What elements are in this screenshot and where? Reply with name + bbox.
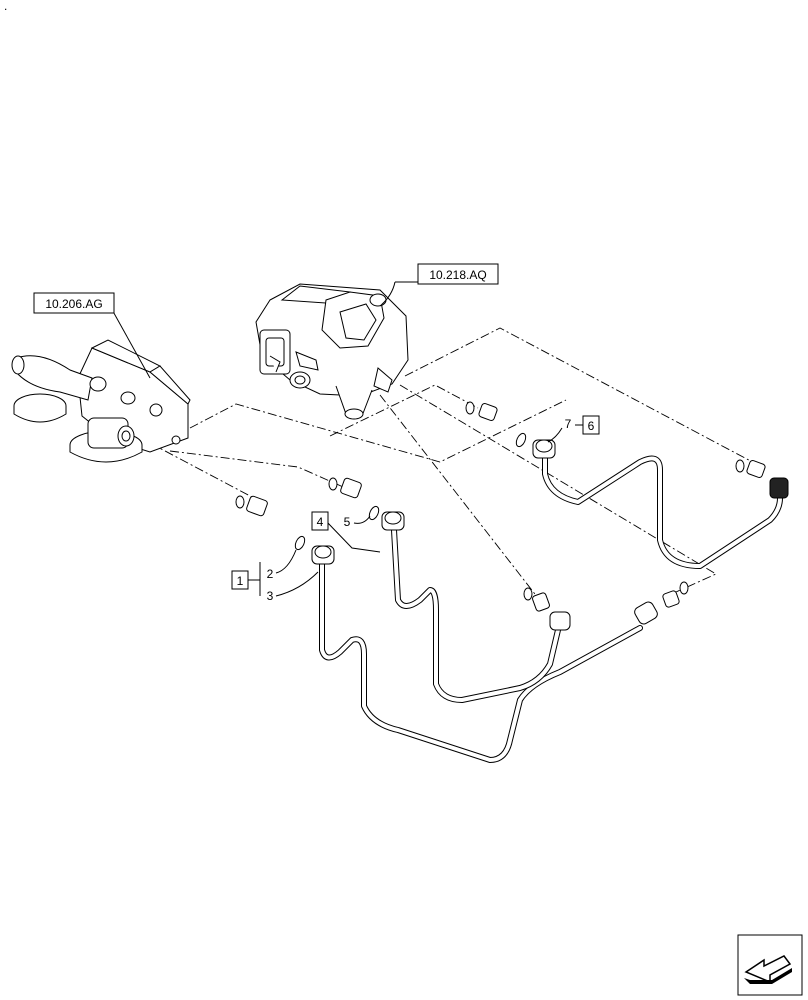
ref-label-filter[interactable]: 10.206.AG (33, 292, 115, 314)
fitting-5 (523, 587, 550, 612)
o-ring-2 (294, 535, 306, 551)
leader-lines (149, 327, 761, 599)
leader-filter (109, 305, 151, 379)
pipe-3 (532, 439, 789, 569)
svg-text:1: 1 (237, 574, 244, 588)
callout-7[interactable]: 7 (565, 417, 572, 431)
dash-line-g (399, 384, 717, 593)
svg-text:7: 7 (565, 417, 572, 431)
ref-label-pump-text: 10.218.AQ (429, 268, 486, 282)
o-ring-7 (515, 432, 527, 448)
dash-line-a (189, 399, 567, 463)
callout-1[interactable]: 1 (231, 570, 249, 590)
leader-2 (275, 549, 297, 574)
svg-text:6: 6 (588, 419, 595, 433)
pipe-1-end-nut (634, 601, 658, 625)
svg-text:5: 5 (344, 515, 351, 529)
filter-head-housing (11, 339, 191, 463)
leader-4 (325, 520, 381, 553)
dash-line-c (169, 450, 351, 491)
fitting-1 (235, 495, 268, 517)
ref-label-filter-text: 10.206.AG (45, 297, 102, 311)
fitting-2 (328, 477, 362, 499)
dash-line-d (329, 384, 479, 437)
o-ring-5 (368, 505, 380, 521)
leader-3 (275, 571, 319, 597)
leader-pump (379, 281, 418, 307)
ref-label-pump[interactable]: 10.218.AQ (417, 263, 499, 285)
callout-5[interactable]: 5 (344, 515, 351, 529)
pipe-3-end-nut (769, 477, 789, 499)
pipe-2 (381, 511, 571, 703)
bracket-1 (248, 562, 261, 596)
leader-5 (353, 515, 371, 524)
high-pressure-pump (255, 283, 409, 420)
dash-line-f (379, 394, 539, 599)
callout-3[interactable]: 3 (267, 589, 274, 603)
svg-text:3: 3 (267, 589, 274, 603)
fitting-3 (465, 401, 498, 421)
fitting-4 (735, 459, 766, 478)
callout-2[interactable]: 2 (267, 567, 274, 581)
fittings (235, 401, 766, 612)
dash-line-b (149, 442, 253, 498)
arrow-left-icon[interactable] (737, 934, 803, 996)
callout-6[interactable]: 6 (582, 415, 600, 435)
svg-text:2: 2 (267, 567, 274, 581)
corner-mark: . (4, 0, 7, 13)
pipe-2-end-nut (549, 611, 571, 631)
svg-text:4: 4 (317, 515, 324, 529)
dash-line-e (404, 327, 761, 467)
fitting-6 (662, 581, 689, 608)
callout-4[interactable]: 4 (311, 511, 329, 531)
pipe-1 (311, 545, 658, 763)
